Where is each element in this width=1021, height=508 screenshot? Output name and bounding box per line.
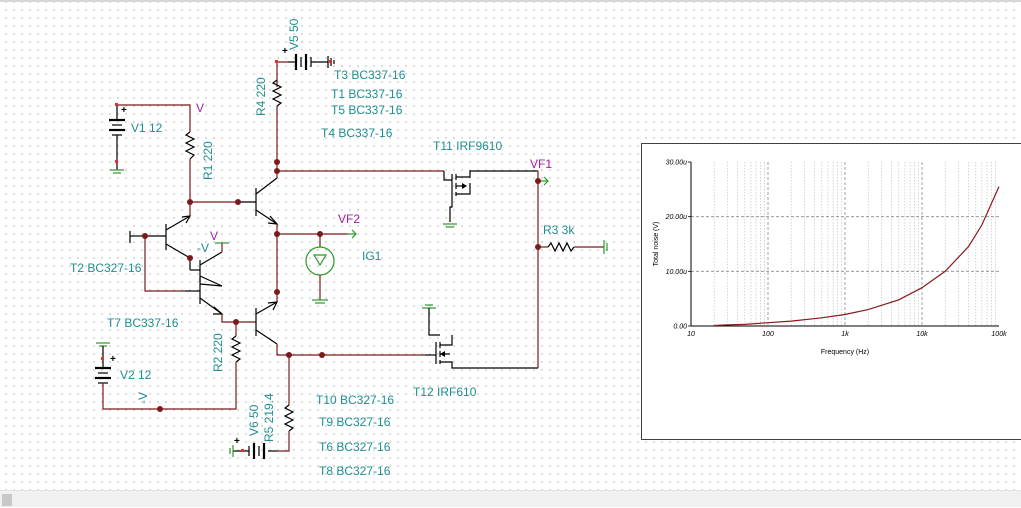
transistor-t1[interactable] [238,177,279,225]
y-tick-label: 30.00u [666,160,688,167]
label-t5: T5 BC337-16 [331,103,403,117]
x-tick-label: 1k [841,331,849,338]
chart-series [714,186,1000,327]
label-t3: T3 BC337-16 [334,68,406,82]
resistor-r4[interactable] [271,79,283,162]
label-v1: V1 12 [131,121,163,135]
v1-plus-marker: + [121,105,127,116]
net-label-neg-v-bottom: -V [136,392,150,404]
chart-axes: 10 100 1k 10k 100k 0.00 10.00u 20.00u 30.00u [665,160,1008,339]
y-tick-label: 0.00 [673,324,687,331]
resistor-r1[interactable] [184,117,196,202]
node-vf1: VF1 [530,157,552,171]
noise-chart: 10 100 1k 10k 100k 0.00 10.00u 20.00u 30.00u Fre… [653,160,1008,357]
x-axis-label: Frequency (Hz) [821,349,869,356]
voltage-source-v5[interactable] [275,54,335,87]
label-r3: R3 3k [543,223,575,237]
label-t6: T6 BC327-16 [319,440,391,454]
resistor-r5[interactable] [277,355,295,452]
label-r4: R4 220 [254,77,268,116]
mosfet-t12[interactable] [422,304,538,369]
x-tick-label: 100 [762,331,774,338]
v5-plus-marker: + [282,46,288,57]
noise-series-line [714,186,1000,327]
x-tick-label: 100k [991,331,1007,338]
current-source-ig1[interactable] [305,234,335,304]
voltage-source-v2[interactable] [95,342,160,410]
voltage-source-v6[interactable] [229,443,277,459]
x-tick-label: 10k [916,331,928,338]
label-t8: T8 BC327-16 [319,464,391,478]
node-vf2: VF2 [338,212,360,226]
y-axis-label: Total noise (V) [653,222,660,267]
net-label-neg-v-mid: -V [197,241,209,255]
label-t9: T9 BC327-16 [319,415,391,429]
chart-grid [691,162,999,326]
resistor-r3[interactable] [538,240,608,254]
v6-plus-marker: + [234,436,240,447]
y-tick-label: 20.00u [665,214,688,221]
label-r5: R5 219.4 [262,393,276,442]
status-bar [0,490,1021,507]
voltage-source-v1[interactable] [109,103,191,174]
transistor-t6[interactable] [255,301,279,345]
label-t2: T2 BC327-16 [70,261,142,275]
resistor-r2[interactable] [160,322,242,410]
label-t12: T12 IRF610 [413,385,477,399]
label-t4: T4 BC337-16 [321,126,393,140]
junction-dots [142,159,541,412]
mosfet-t11[interactable] [443,170,538,228]
label-r1: R1 220 [201,141,215,180]
label-r2: R2 220 [211,333,225,372]
v2-plus-marker: + [110,354,116,365]
label-t7: T7 BC337-16 [107,316,179,330]
noise-plot-window[interactable]: 10 100 1k 10k 100k 0.00 10.00u 20.00u 30.00u Fre… [641,143,1021,440]
net-label-v-top: V [196,101,204,115]
net-label-v-mid: V [210,229,218,243]
label-v2: V2 12 [120,368,152,382]
label-t1: T1 BC337-16 [331,87,403,101]
x-tick-label: 10 [687,331,695,338]
transistor-t2[interactable] [145,215,192,259]
label-v5: V5 50 [287,18,301,50]
label-t10: T10 BC327-16 [316,393,394,407]
label-ig1: IG1 [362,249,382,263]
label-t11: T11 IRF9610 [433,139,502,153]
label-v6: V6 50 [247,404,261,436]
status-bar-grip[interactable] [2,494,12,506]
y-tick-label: 10.00u [666,269,688,276]
